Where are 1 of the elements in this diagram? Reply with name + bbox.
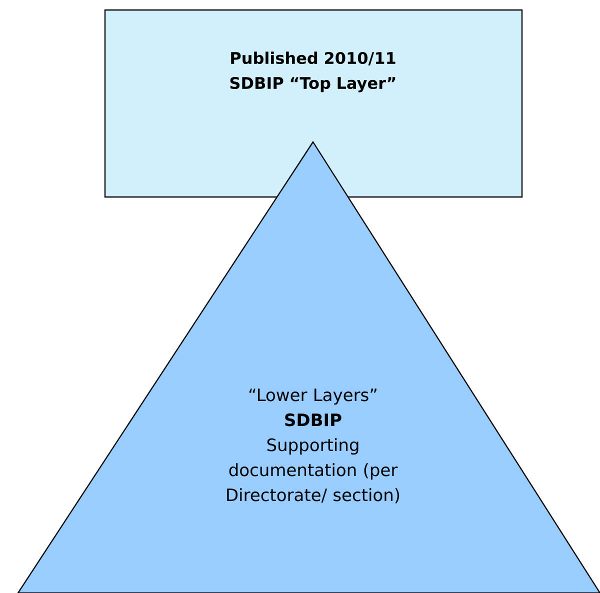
rectangle-box: Published 2010/11 SDBIP “Top Layer” xyxy=(104,9,523,198)
